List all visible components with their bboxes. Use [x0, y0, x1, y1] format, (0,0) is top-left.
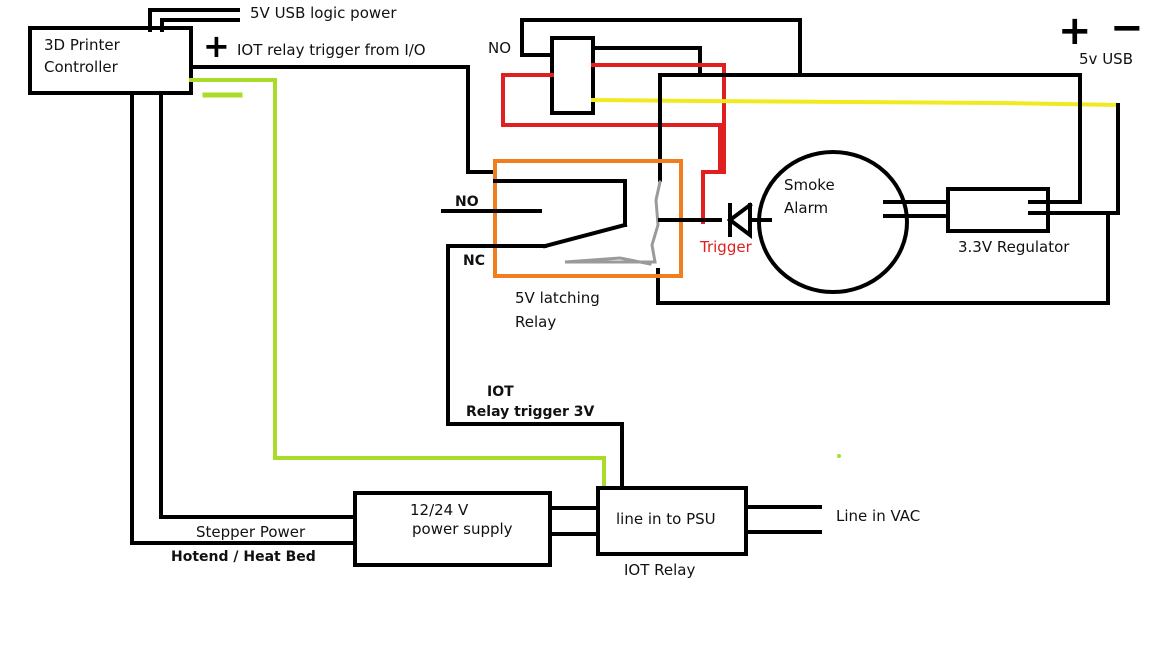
supply-loop-wire: [658, 73, 1082, 182]
usb-logic-wire-2: [160, 18, 240, 32]
usb-5v-label: 5v USB: [1079, 50, 1133, 68]
stepper-wire: [159, 91, 357, 519]
hotend-wire: [130, 91, 357, 545]
yellow-wire: [590, 97, 1121, 108]
controller-label-1: 3D Printer: [44, 36, 120, 54]
top-relay-box: [550, 36, 595, 115]
smoke-alarm-label-2: Alarm: [784, 199, 829, 217]
iot-relay-label: IOT Relay: [624, 561, 696, 579]
trigger-label: Trigger: [700, 238, 752, 256]
latching-relay-label-2: Relay: [515, 313, 557, 331]
green-wire: [189, 78, 606, 490]
red-wire-right: [591, 63, 726, 224]
plus-sign-iot: +: [203, 27, 230, 65]
controller-label-2: Controller: [44, 58, 118, 76]
red-wire-left: [501, 73, 722, 172]
regulator-box: [946, 187, 1050, 233]
psu-label-1: 12/24 V: [410, 501, 469, 519]
top-no-label: NO: [488, 39, 512, 57]
relay-nc-wire: [446, 244, 624, 490]
plus-sign-usb: +: [1058, 8, 1092, 54]
iot-label-2: Relay trigger 3V: [466, 404, 595, 420]
relay-switch-arm: [542, 222, 628, 249]
smoke-alarm-label-1: Smoke: [784, 176, 835, 194]
usb-logic-wire: [148, 8, 240, 32]
relay-no-label: NO: [455, 194, 479, 210]
usb-logic-power-label: 5V USB logic power: [250, 4, 397, 22]
stray-dot: [837, 454, 841, 458]
psu-label-2: power supply: [412, 520, 513, 538]
latching-relay-label-1: 5V latching: [515, 289, 600, 307]
regulator-label: 3.3V Regulator: [958, 238, 1070, 256]
iot-relay-box-label: line in to PSU: [616, 510, 716, 528]
iot-trigger-wire: [189, 65, 497, 174]
relay-coil: [564, 180, 662, 266]
usb-return-wire: [656, 211, 1110, 305]
smoke-alarm: [757, 150, 909, 294]
controller-box: [28, 26, 193, 95]
iot-trigger-io-label: IOT relay trigger from I/O: [237, 41, 426, 59]
hotend-label: Hotend / Heat Bed: [171, 549, 316, 565]
line-in-label: Line in VAC: [836, 507, 921, 525]
minus-sign-usb: −: [1110, 5, 1144, 51]
psu-box: [353, 491, 552, 567]
relay-nc-label: NC: [463, 253, 485, 269]
usb-minus-wire: [1028, 103, 1120, 215]
iot-label-1: IOT: [487, 384, 514, 400]
stepper-power-label: Stepper Power: [196, 523, 306, 541]
iot-relay-box: [596, 486, 748, 556]
relay-contact-top: [493, 179, 627, 227]
trigger-arrow: [726, 202, 753, 239]
top-relay-wire-left: [520, 18, 802, 77]
